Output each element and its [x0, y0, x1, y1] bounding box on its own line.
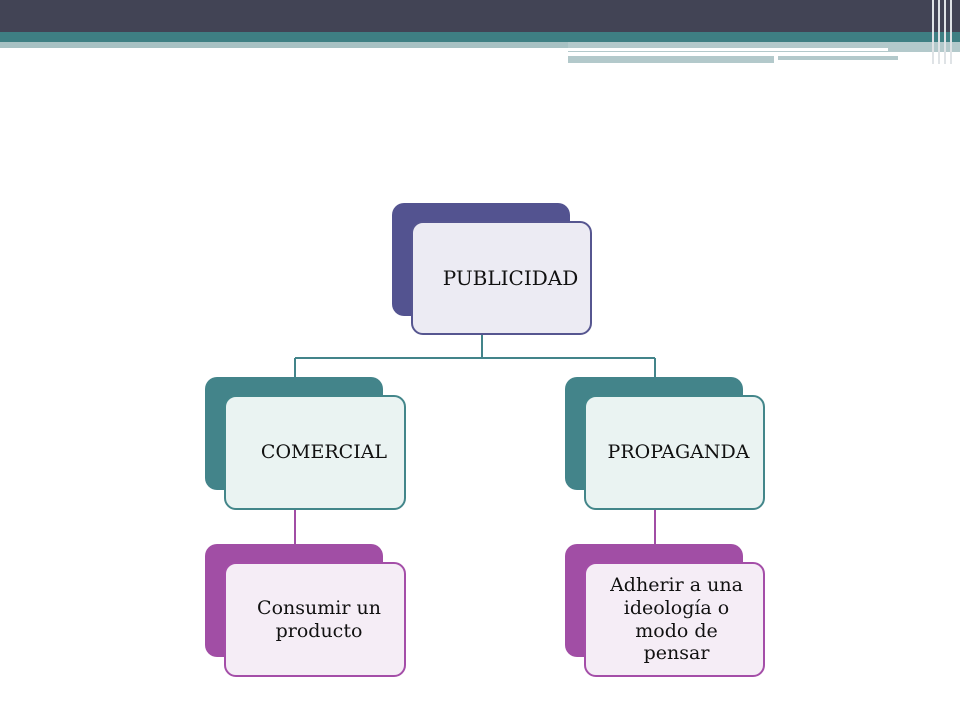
node-adherir-label: Adherir a una ideología o modo de pensar [584, 562, 765, 677]
header-light-band-right [568, 42, 960, 52]
header-stripe [944, 0, 946, 64]
header-light-band-lower-right [778, 56, 898, 60]
header-stripe [932, 0, 934, 64]
node-consumir-label: Consumir un producto [224, 562, 406, 677]
node-comercial-label: COMERCIAL [224, 395, 406, 510]
header-teal-band [0, 32, 960, 42]
header-dark-band [0, 0, 960, 32]
header-light-band-left [0, 42, 568, 48]
header-light-band-lower [568, 56, 774, 63]
header-stripe [938, 0, 940, 64]
node-propaganda-label: PROPAGANDA [584, 395, 765, 510]
header-white-line [568, 48, 888, 51]
header-stripe [950, 0, 952, 64]
node-publicidad-label: PUBLICIDAD [411, 221, 592, 335]
